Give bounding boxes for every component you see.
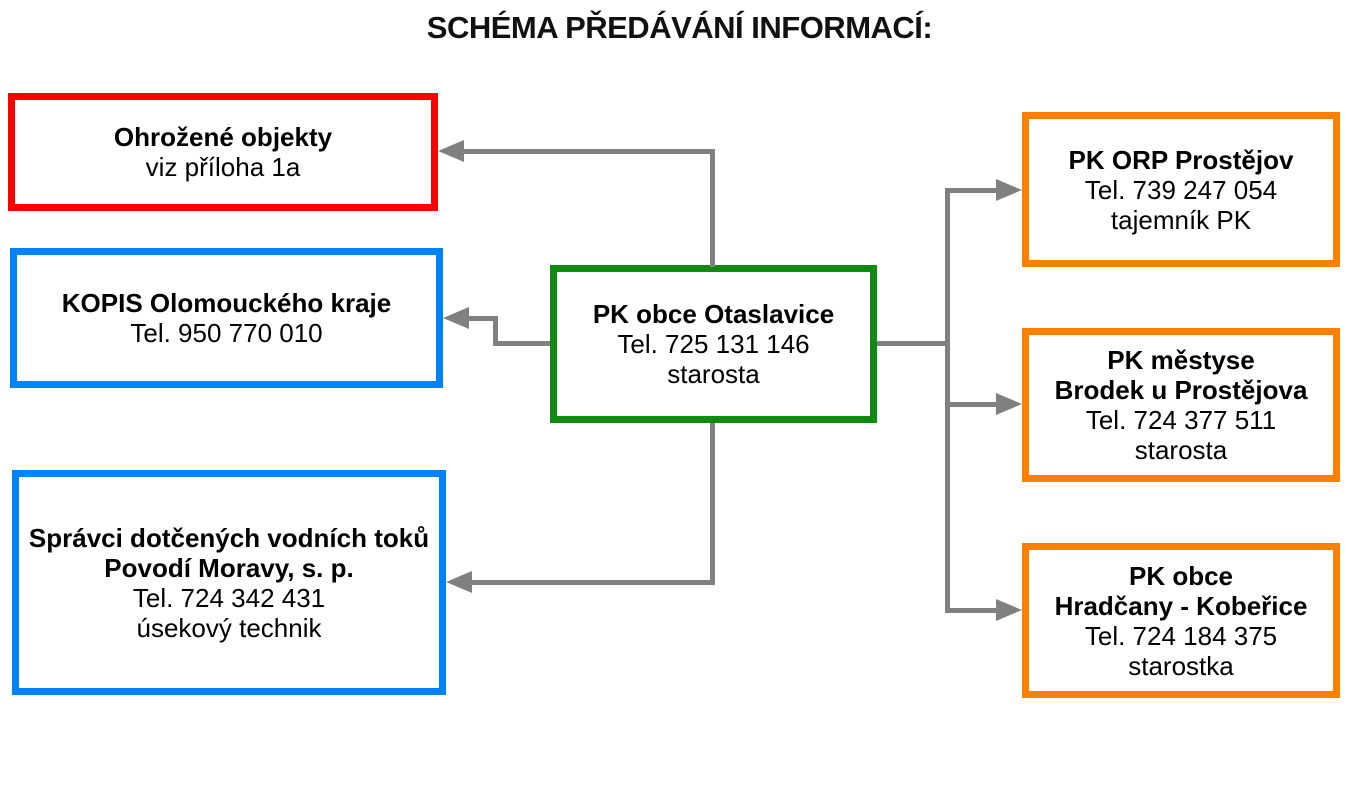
node-pk-obce-hradcany-koberice: PK obce Hradčany - Kobeřice Tel. 724 184… bbox=[1022, 543, 1340, 698]
node-kopis-olomouckeho-kraje: KOPIS Olomouckého kraje Tel. 950 770 010 bbox=[10, 248, 443, 388]
node-pk-orp-prostejov: PK ORP Prostějov Tel. 739 247 054 tajemn… bbox=[1022, 112, 1340, 267]
node-pk-mestyse-brodek: PK městyse Brodek u Prostějova Tel. 724 … bbox=[1022, 328, 1340, 482]
node-role: tajemník PK bbox=[1110, 204, 1252, 235]
node-title: Ohrožené objekty bbox=[113, 122, 333, 152]
connector-line bbox=[945, 402, 996, 407]
node-role: úsekový technik bbox=[136, 612, 322, 643]
node-phone: Tel. 724 342 431 bbox=[132, 582, 326, 613]
node-subtitle: Hradčany - Kobeřice bbox=[1054, 590, 1308, 621]
arrowhead-left-icon bbox=[438, 140, 464, 162]
arrowhead-right-icon bbox=[996, 179, 1022, 201]
connector-line bbox=[877, 341, 950, 346]
node-pk-obce-otaslavice: PK obce Otaslavice Tel. 725 131 146 star… bbox=[550, 265, 877, 423]
connector-line bbox=[710, 149, 715, 267]
connector-line bbox=[493, 341, 550, 346]
arrowhead-right-icon bbox=[996, 393, 1022, 415]
connector-trunk-line bbox=[945, 188, 950, 613]
node-title: PK obce Otaslavice bbox=[592, 299, 835, 329]
connector-line bbox=[470, 580, 715, 585]
node-title: Správci dotčených vodních toků bbox=[28, 522, 430, 553]
node-phone: Tel. 950 770 010 bbox=[130, 318, 323, 348]
connector-line bbox=[945, 608, 996, 613]
node-ohrozene-objekty: Ohrožené objekty viz příloha 1a bbox=[8, 93, 438, 211]
connector-line bbox=[945, 188, 996, 193]
diagram-title: SCHÉMA PŘEDÁVÁNÍ INFORMACÍ: bbox=[426, 10, 933, 45]
arrowhead-right-icon bbox=[996, 599, 1022, 621]
node-subtitle: viz příloha 1a bbox=[145, 152, 301, 182]
node-role: starosta bbox=[667, 359, 760, 389]
connector-line bbox=[493, 316, 498, 346]
node-title: PK obce bbox=[1128, 560, 1234, 591]
connector-line bbox=[710, 423, 715, 585]
node-title: PK ORP Prostějov bbox=[1068, 144, 1294, 175]
node-phone: Tel. 724 377 511 bbox=[1085, 405, 1277, 435]
node-phone: Tel. 725 131 146 bbox=[617, 329, 810, 359]
node-subtitle: Brodek u Prostějova bbox=[1054, 375, 1308, 405]
node-role: starosta bbox=[1134, 435, 1228, 465]
arrowhead-left-icon bbox=[446, 571, 472, 593]
node-role: starostka bbox=[1128, 650, 1234, 681]
arrowhead-left-icon bbox=[443, 307, 469, 329]
node-spravci-vodnich-toku: Správci dotčených vodních toků Povodí Mo… bbox=[12, 470, 446, 695]
connector-line bbox=[462, 149, 715, 154]
node-phone: Tel. 724 184 375 bbox=[1084, 620, 1278, 651]
node-phone: Tel. 739 247 054 bbox=[1084, 174, 1278, 205]
connector-line bbox=[467, 316, 498, 321]
node-subtitle: Povodí Moravy, s. p. bbox=[104, 552, 354, 583]
node-title: KOPIS Olomouckého kraje bbox=[61, 288, 392, 318]
node-title: PK městyse bbox=[1107, 345, 1255, 375]
